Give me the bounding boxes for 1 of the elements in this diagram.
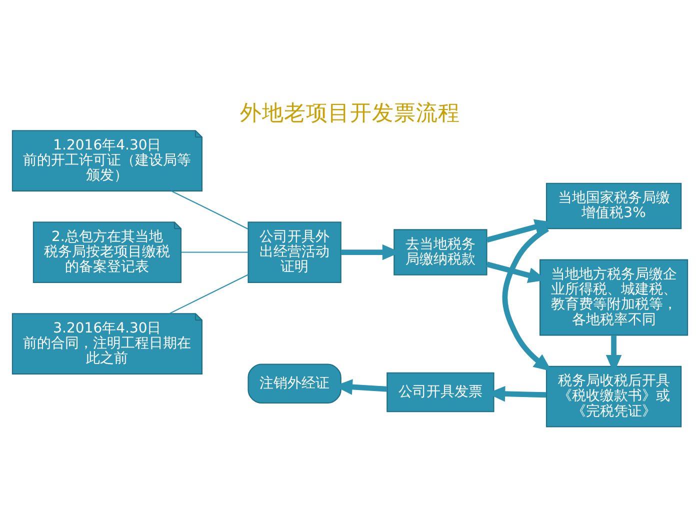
diagram-title: 外地老项目开发票流程 bbox=[240, 100, 460, 126]
